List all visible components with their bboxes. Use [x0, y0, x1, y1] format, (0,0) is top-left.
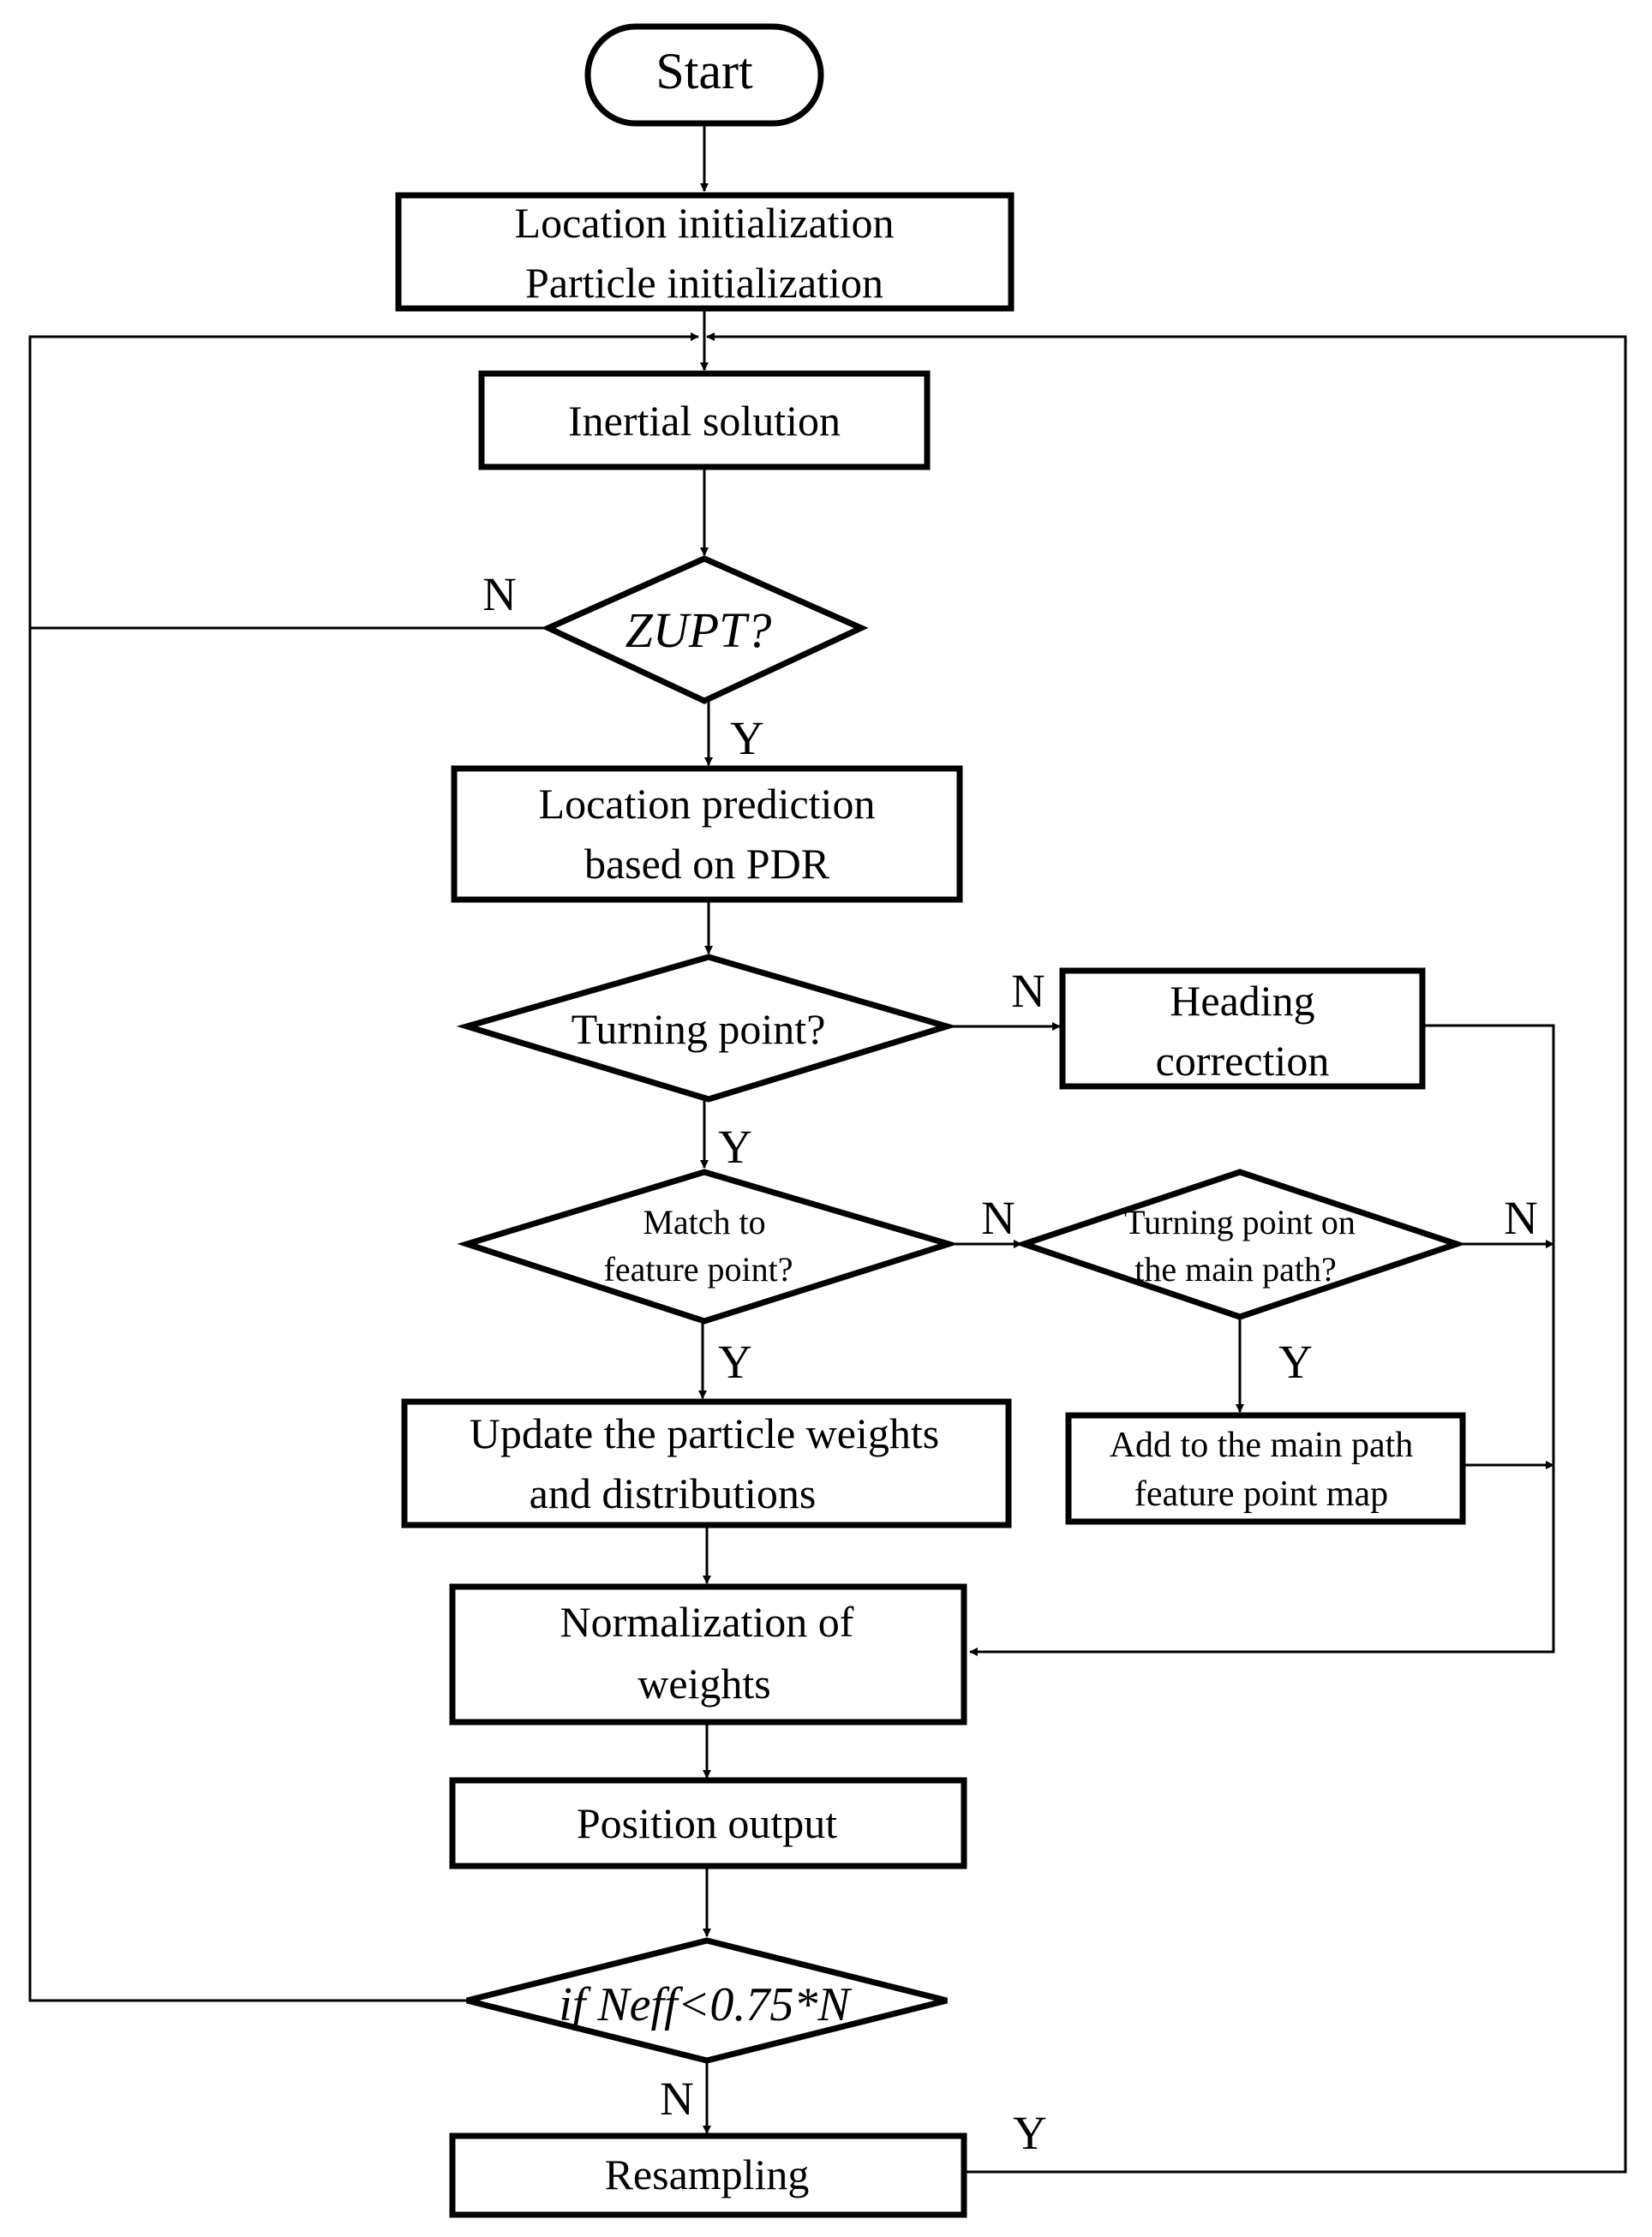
start-label: Start — [655, 43, 753, 99]
zupt-label: ZUPT? — [625, 602, 772, 658]
normalize-label-line1: Normalization of — [560, 1598, 854, 1646]
pdr-label-line1: Location prediction — [539, 780, 876, 828]
edge-label-zupt-yes: Y — [730, 712, 764, 764]
turning-label: Turning point? — [572, 1005, 826, 1053]
heading-label-line2: correction — [1156, 1037, 1330, 1085]
output-label: Position output — [577, 1799, 837, 1847]
match-decision — [457, 1169, 959, 1325]
arrow-zupt-no-loop — [28, 332, 699, 630]
connectors — [28, 126, 1627, 2174]
match-label-line1: Match to — [643, 1203, 765, 1241]
update-label-line2: and distributions — [530, 1469, 817, 1517]
edge-label-match-no: N — [981, 1192, 1015, 1244]
heading-label-line1: Heading — [1170, 977, 1314, 1025]
turning-decision — [456, 954, 958, 1103]
edge-label-mainpath-no: N — [1504, 1192, 1538, 1244]
mainpath-label-line2: the main path? — [1134, 1250, 1336, 1289]
neff-decision — [466, 1937, 948, 2064]
inertial-box — [478, 370, 931, 470]
inertial-label: Inertial solution — [568, 397, 841, 445]
mainpath-label-line1: Turning point on — [1124, 1203, 1356, 1241]
pdr-box — [451, 765, 963, 903]
add-label-line1: Add to the main path — [1110, 1426, 1414, 1465]
pdr-label-line2: based on PDR — [584, 840, 830, 888]
heading-box — [1059, 967, 1426, 1090]
edge-label-turning-no: N — [1011, 965, 1045, 1017]
resampling-label: Resampling — [605, 2150, 810, 2198]
update-label-line1: Update the particle weights — [470, 1409, 939, 1457]
start-terminal — [584, 23, 824, 127]
mainpath-decision — [1014, 1169, 1467, 1320]
neff-label: if Neff<0.75*N — [559, 1978, 852, 2031]
arrow-heading-to-normalize — [969, 1024, 1555, 1656]
normalize-box — [449, 1583, 967, 1726]
add-box — [1065, 1412, 1466, 1525]
arrow-resampling-loop — [706, 332, 1627, 2174]
arrow-neff-loop — [28, 628, 467, 2002]
init-box — [395, 192, 1015, 312]
resampling-box — [449, 2132, 967, 2218]
edge-label-turning-yes: Y — [718, 1121, 752, 1173]
edge-label-resampling-yes: Y — [1013, 2107, 1047, 2159]
add-label-line2: feature point map — [1134, 1474, 1388, 1514]
init-label-line2: Particle initialization — [525, 259, 883, 307]
edge-label-mainpath-yes: Y — [1278, 1336, 1313, 1388]
init-label-line1: Location initialization — [515, 199, 895, 247]
normalize-label-line2: weights — [637, 1660, 771, 1708]
update-box — [401, 1398, 1012, 1528]
edge-label-match-yes: Y — [718, 1336, 752, 1388]
zupt-decision — [541, 555, 869, 704]
edge-label-zupt-no: N — [482, 568, 517, 620]
output-box — [449, 1777, 967, 1869]
edge-label-neff-no: N — [660, 2073, 694, 2125]
match-label-line2: feature point? — [604, 1250, 793, 1289]
